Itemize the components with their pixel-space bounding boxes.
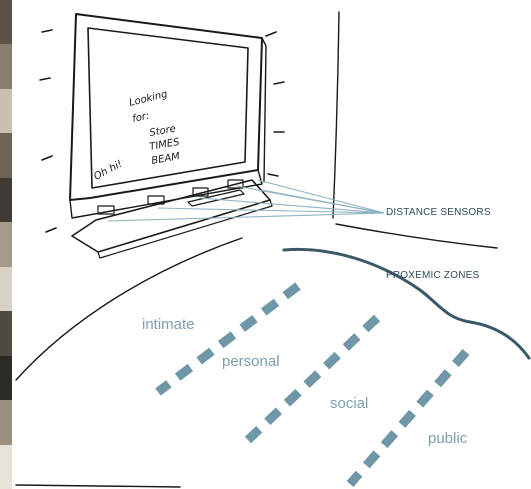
tick-1 [41,29,53,33]
tick-8 [267,173,279,177]
proxemic-zones-label: PROXEMIC ZONES [386,270,480,281]
emphasis-ticks [39,29,285,233]
photo-strip-segment [0,355,12,402]
photo-strip-segment [0,88,12,135]
photo-strip-segment [0,311,12,357]
monitor-outer-frame [69,13,263,201]
wall-corner-line [332,11,340,219]
photo-strip-segment [0,222,12,268]
photo-strip-segment [0,44,12,90]
photo-strip-segment [0,400,12,446]
photo-strip-segment [0,177,12,224]
keyboard-tray [187,189,245,207]
zone-dividers [155,282,470,487]
photo-strip [0,0,12,489]
sensor-line-3 [199,197,385,214]
tick-3 [41,155,53,161]
room-lines [15,11,498,488]
scribble-line-1: Looking [128,89,169,109]
sensor-slot-1 [97,205,115,215]
floor-far-line [15,484,181,488]
monitor-side [261,37,267,183]
sensor-line-1 [107,212,385,222]
screen-scribble: Looking for: Store TIMES BEAM Oh hi! [92,89,181,183]
scribble-line-4: TIMES [149,137,181,153]
zone-label-public: public [428,430,468,447]
sensor-line-6 [261,189,385,214]
sensor-lines [107,179,385,222]
zone-label-social: social [330,395,369,412]
floor-right-line [335,223,498,249]
zone-boundary-curve [282,247,531,360]
sensor-line-2 [157,207,385,214]
tick-2 [39,77,51,81]
scribble-line-2: for: [131,111,150,125]
monitor-inner-frame [87,27,249,189]
scribble-line-5: BEAM [151,151,181,167]
sensor-slot-2 [147,195,165,205]
zone-divider-1 [155,282,301,396]
scribble-line-6: Oh hi! [92,159,124,183]
monitor-stand [71,179,271,253]
tick-4 [45,227,57,233]
photo-strip-segment [0,133,12,179]
display-monitor [69,13,273,259]
distance-sensors-label: DISTANCE SENSORS [386,207,491,218]
photo-strip-segment [0,266,12,313]
photo-strip-segment [0,444,12,489]
tick-5 [265,31,277,37]
sensor-slot-3 [192,187,209,197]
sensor-slot-4 [227,179,244,189]
zone-divider-2 [244,314,381,444]
zone-label-intimate: intimate [142,316,195,333]
zone-divider-3 [346,349,470,487]
photo-strip-segment [0,0,12,46]
floor-left-line [15,237,243,381]
scribble-line-3: Store [149,123,177,138]
sensor-line-5 [257,179,385,214]
zone-label-personal: personal [222,353,280,370]
tick-6 [273,81,285,85]
monitor-stand-edge [97,199,273,259]
